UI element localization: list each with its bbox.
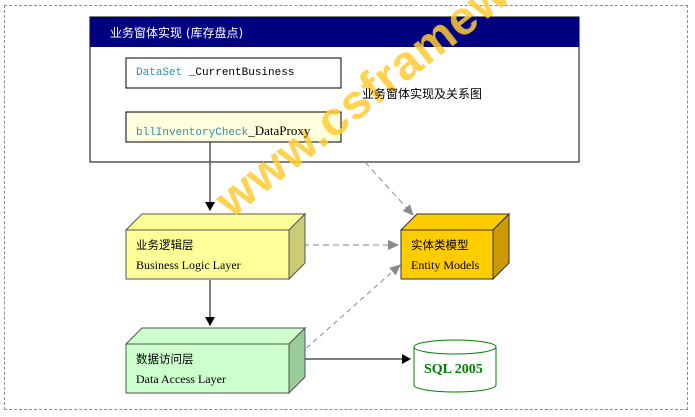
dal-title-cn: 数据访问层 <box>136 352 194 366</box>
arrow-dal-to-entity <box>292 264 401 361</box>
bll-title-en: Business Logic Layer <box>136 258 241 272</box>
proxy-name: _DataProxy <box>248 123 311 138</box>
entity-title-cn: 实体类模型 <box>411 238 469 252</box>
data-access-cube <box>124 326 307 395</box>
proxy-type-keyword: bllInventoryCheck <box>136 127 249 139</box>
diagram-caption: 业务窗体实现及关系图 <box>362 87 483 101</box>
proxy-box <box>125 111 342 143</box>
form-panel-title: 业务窗体实现 (库存盘点) <box>110 26 244 40</box>
bll-title-cn: 业务逻辑层 <box>136 238 194 252</box>
proxy-label: bllInventoryCheck_DataProxy <box>136 120 310 139</box>
entity-models-cube <box>399 212 511 281</box>
dataset-box <box>125 57 342 89</box>
arrow-form-to-entity <box>364 161 414 216</box>
dal-title-en: Data Access Layer <box>136 372 226 386</box>
dataset-name: _CurrentBusiness <box>182 67 295 79</box>
entity-title-en: Entity Models <box>411 258 480 272</box>
business-logic-cube <box>124 212 307 281</box>
dataset-type-keyword: DataSet <box>136 67 183 79</box>
diagram-frame <box>4 5 688 410</box>
form-panel-header <box>90 17 579 47</box>
dataset-label: DataSet _CurrentBusiness <box>136 67 294 79</box>
database-label: SQL 2005 <box>424 362 483 377</box>
database-cylinder <box>413 339 497 393</box>
